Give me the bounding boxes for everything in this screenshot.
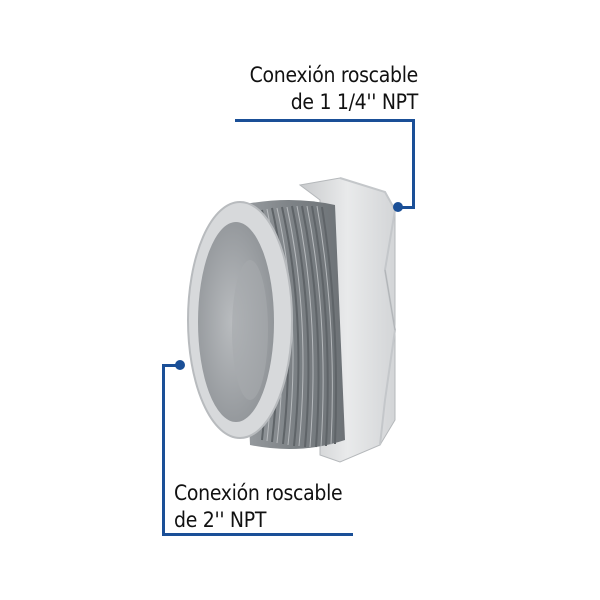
bottom-callout-label: Conexión roscable de 2'' NPT [174,480,374,534]
top-callout-dot-icon [393,202,403,212]
bottom-callout-connector-line [162,364,178,367]
bottom-callout-line2: de 2'' NPT [174,508,267,532]
bottom-callout-vertical-line [162,364,165,536]
top-callout-label: Conexión roscable de 1 1/4'' NPT [228,62,419,116]
top-callout-connector-line [400,206,415,209]
bottom-callout-dot-icon [175,360,185,370]
top-callout-line2: de 1 1/4'' NPT [290,90,419,114]
bottom-callout-horizontal-line [162,533,353,536]
top-callout-line1: Conexión roscable [249,63,419,87]
bottom-callout-line1: Conexión roscable [174,481,343,505]
top-callout-vertical-line [412,119,415,209]
top-callout-horizontal-line [235,119,415,122]
